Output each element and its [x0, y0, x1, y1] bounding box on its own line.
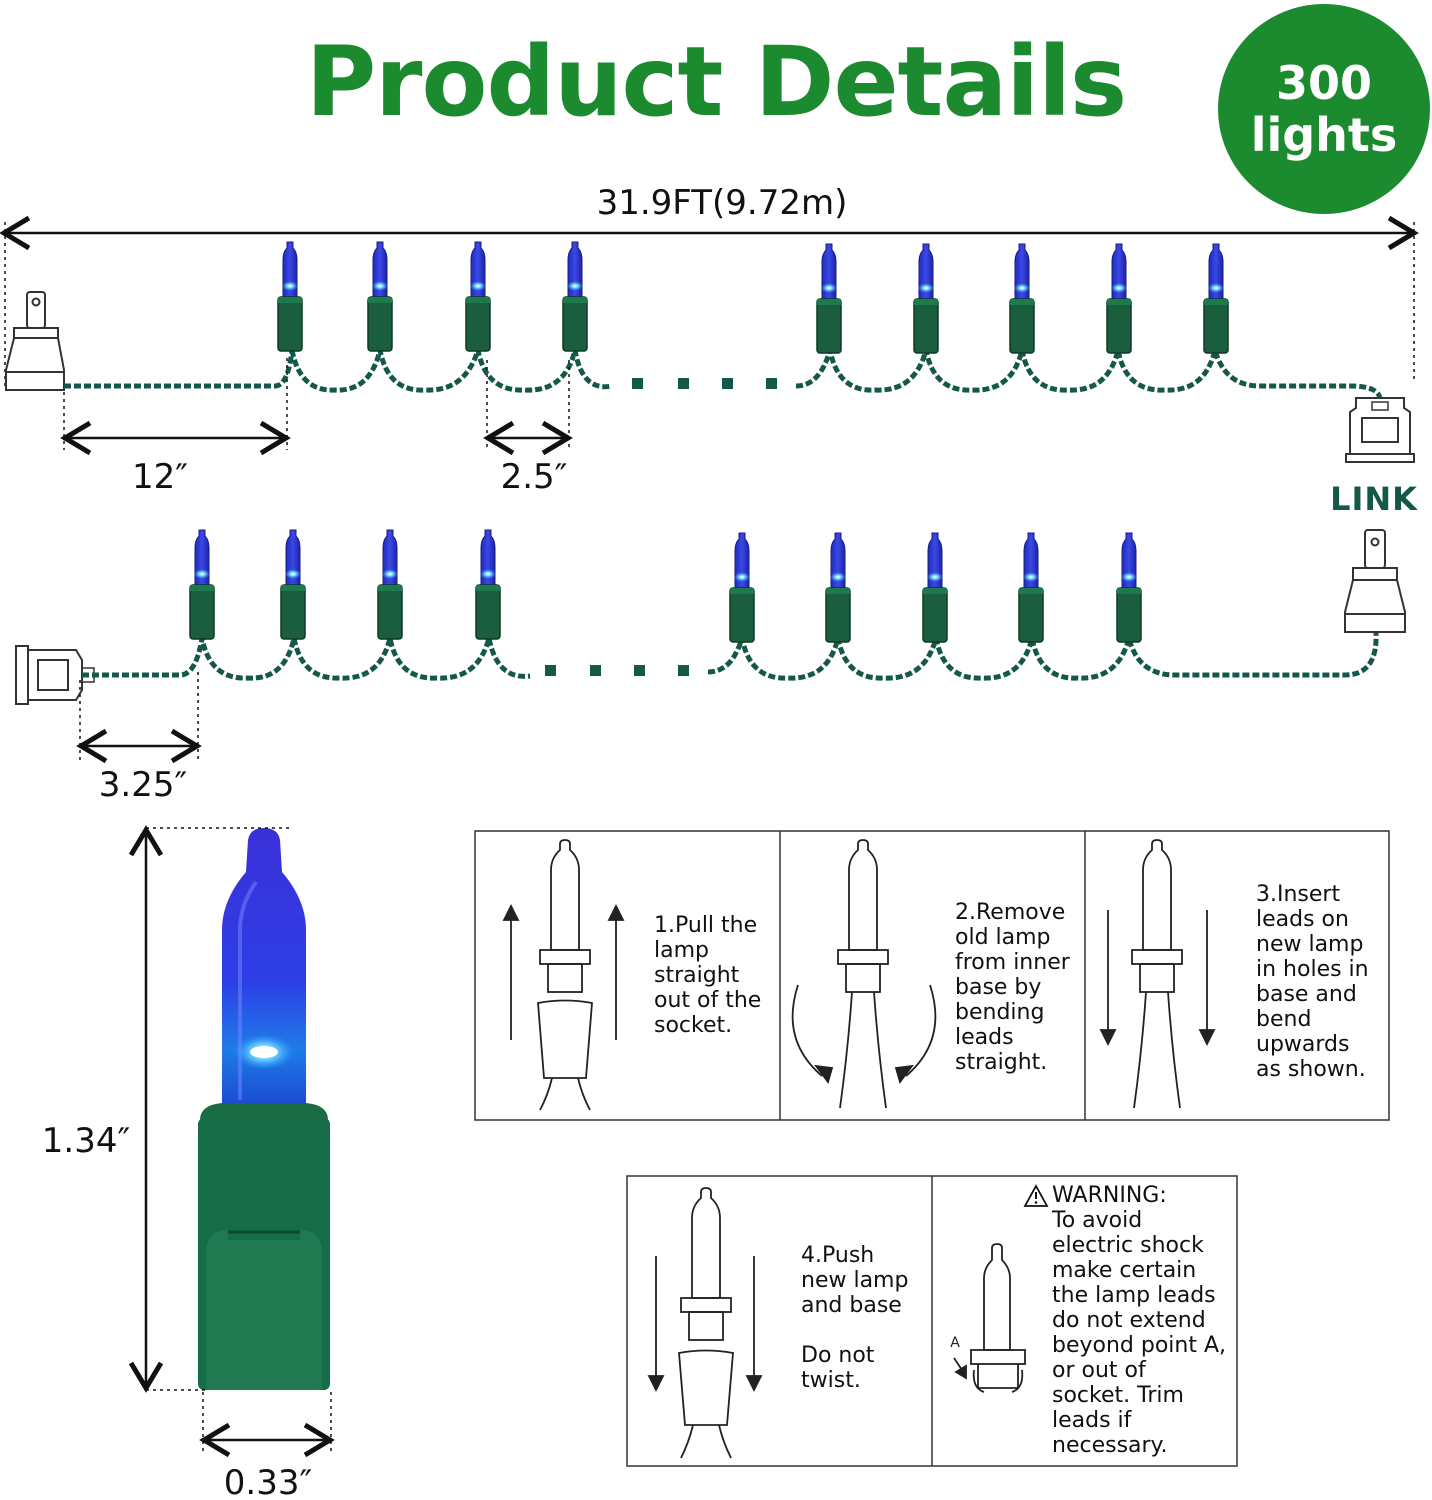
- end-connector-icon: [15, 645, 95, 705]
- step-1-line: straight: [654, 963, 740, 988]
- step-2-line: base by: [955, 975, 1042, 1000]
- warning-heading: WARNING:: [1052, 1183, 1167, 1208]
- bulb-width-label: 0.33″: [224, 1463, 312, 1500]
- step-3-line: leads on: [1256, 907, 1349, 932]
- step-2-line: 2.Remove: [955, 900, 1066, 925]
- total-length-label: 31.9FT(9.72m): [597, 183, 848, 223]
- step-3-line: 3.Insert: [1256, 882, 1341, 907]
- step-1-line: out of the: [654, 988, 762, 1013]
- warning-text: WARNING: To avoid electric shock make ce…: [1052, 1183, 1226, 1458]
- step-3-line: new lamp: [1256, 932, 1364, 957]
- step-3-line: bend: [1256, 1007, 1312, 1032]
- bulb-height-label: 1.34″: [42, 1121, 130, 1161]
- step-3-line: as shown.: [1256, 1057, 1366, 1082]
- point-a-label: A: [950, 1335, 960, 1351]
- step-4-line: and base: [801, 1293, 902, 1318]
- step-4-line: 4.Push: [801, 1243, 875, 1268]
- step-3-text: 3.Insert leads on new lamp in holes in b…: [1256, 882, 1369, 1082]
- bulb-closeup: [198, 828, 330, 1390]
- step-2-line: leads: [955, 1025, 1014, 1050]
- step-4-illustration: [647, 1187, 763, 1459]
- link-label: LINK: [1330, 480, 1418, 518]
- male-plug-icon: [5, 291, 65, 391]
- warning-line: necessary.: [1052, 1433, 1168, 1458]
- light-string-row-1: [5, 241, 1415, 463]
- female-connector-icon: [1345, 397, 1415, 463]
- light-string-row-2: [15, 529, 1406, 705]
- lead-first-label: 12″: [132, 457, 188, 497]
- light-count-badge: 300 lights: [1218, 4, 1430, 214]
- page-title: Product Details: [305, 26, 1127, 138]
- warning-line: or out of: [1052, 1358, 1146, 1383]
- step-2-line: old lamp: [955, 925, 1051, 950]
- warning-triangle-icon: [1023, 1184, 1049, 1207]
- step-4-line: new lamp: [801, 1268, 909, 1293]
- step-3-line: upwards: [1256, 1032, 1350, 1057]
- warning-line: the lamp leads: [1052, 1283, 1216, 1308]
- warning-line: socket. Trim: [1052, 1383, 1184, 1408]
- instruction-panel-top: [474, 830, 1390, 1121]
- step-4-line: [801, 1318, 908, 1343]
- step-2-line: from inner: [955, 950, 1070, 975]
- step-1-line: lamp: [654, 938, 709, 963]
- warning-line: do not extend: [1052, 1308, 1206, 1333]
- spacing-label: 2.5″: [501, 457, 568, 497]
- step-1-line: 1.Pull the: [654, 913, 758, 938]
- ellipsis-dots: [545, 665, 689, 676]
- warning-illustration: [953, 1243, 1026, 1393]
- step-1-text: 1.Pull the lamp straight out of the sock…: [654, 913, 761, 1038]
- step-1-line: socket.: [654, 1013, 733, 1038]
- step-1-illustration: [502, 839, 625, 1111]
- step-2-text: 2.Remove old lamp from inner base by ben…: [955, 900, 1070, 1075]
- step-2-line: straight.: [955, 1050, 1048, 1075]
- male-plug-icon: [1344, 529, 1406, 633]
- step-4-text: 4.Push new lamp and base Do not twist.: [801, 1243, 908, 1393]
- badge-unit: lights: [1250, 108, 1398, 162]
- warning-line: make certain: [1052, 1258, 1197, 1283]
- step-3-line: in holes in: [1256, 957, 1369, 982]
- step-2-line: bending: [955, 1000, 1045, 1025]
- warning-line: To avoid: [1052, 1208, 1143, 1233]
- lead-end-label: 3.25″: [99, 765, 187, 805]
- step-2-illustration: [791, 839, 937, 1109]
- warning-line: electric shock: [1052, 1233, 1204, 1258]
- badge-count: 300: [1275, 56, 1373, 110]
- ellipsis-dots: [632, 378, 777, 389]
- warning-line: beyond point A,: [1052, 1333, 1227, 1358]
- step-3-line: base and: [1256, 982, 1357, 1007]
- instruction-panel-bottom: [626, 1175, 1238, 1467]
- warning-line: leads if: [1052, 1408, 1132, 1433]
- step-4-line: Do not: [801, 1343, 875, 1368]
- step-4-line: twist.: [801, 1368, 861, 1393]
- step-3-illustration: [1099, 839, 1216, 1109]
